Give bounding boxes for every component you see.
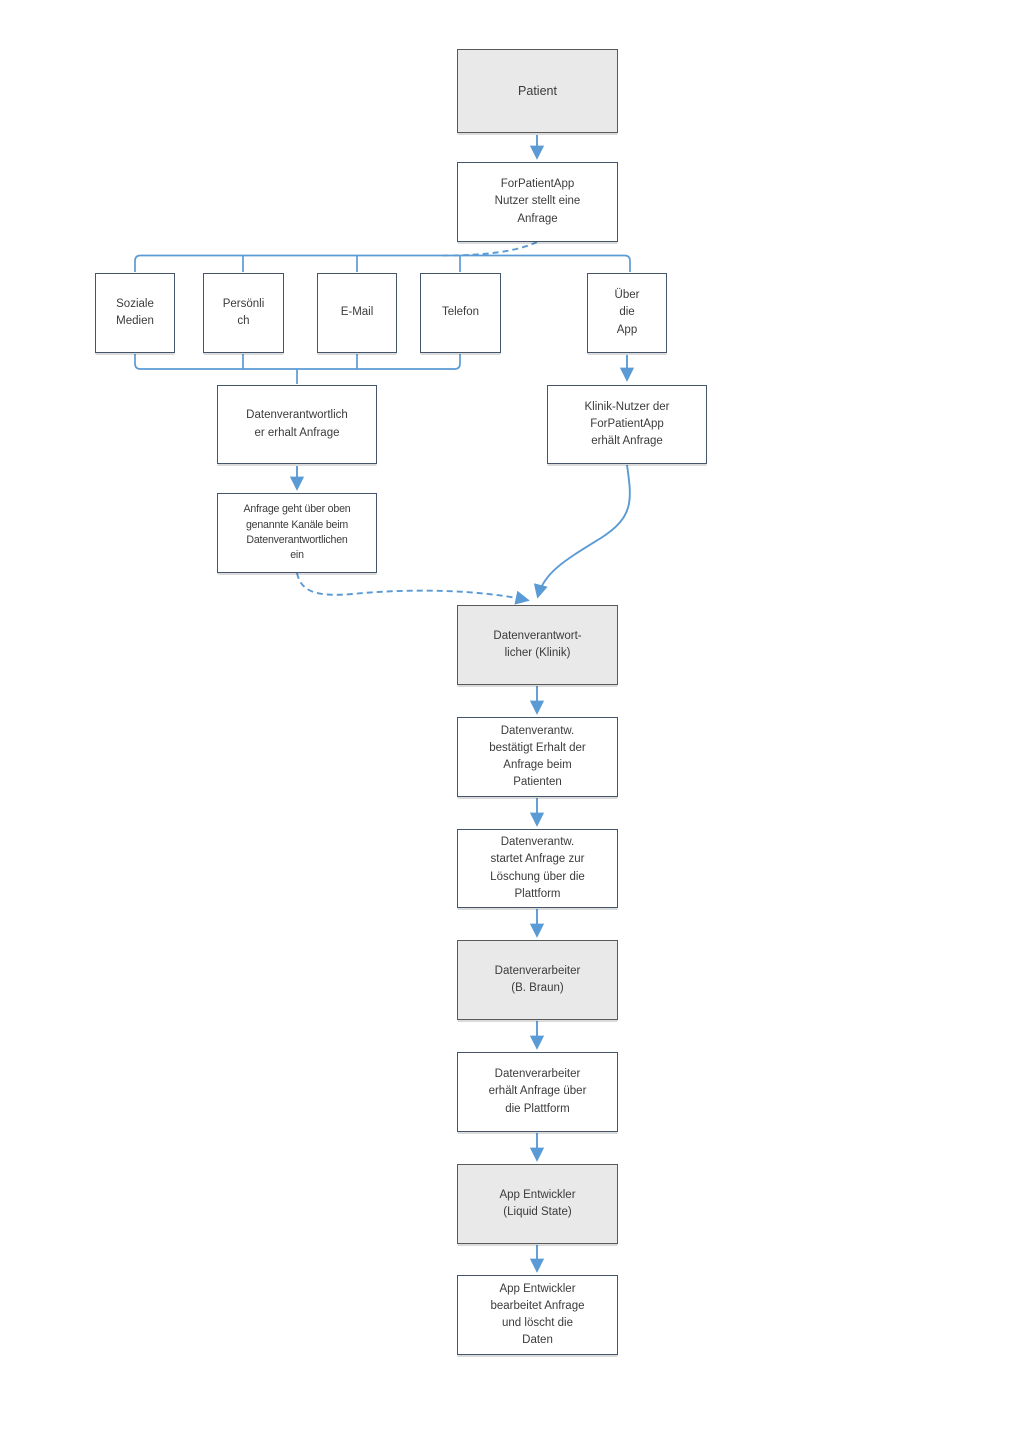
node-app-entwickler: App Entwickler (Liquid State) [457, 1164, 618, 1244]
node-app-entwickler-label: App Entwickler (Liquid State) [499, 1188, 576, 1218]
node-soziale-medien: Soziale Medien [95, 273, 175, 353]
node-datenverarbeiter-label: Datenverarbeiter (B. Braun) [494, 964, 581, 994]
node-datenverarbeiter: Datenverarbeiter (B. Braun) [457, 940, 618, 1020]
connector-anfragegeht-to-dvklinik [296, 572, 530, 605]
node-anfrage-kanaele-label: Anfrage geht über oben genannte Kanäle b… [243, 503, 351, 562]
node-dv-startet: Datenverantw. startet Anfrage zur Löschu… [457, 829, 618, 908]
node-telefon-label: Telefon [441, 306, 480, 319]
node-patient: Patient [457, 49, 618, 133]
node-forpatientapp-anfrage-label: ForPatientApp Nutzer stellt eine Anfrage [494, 178, 581, 225]
node-persoenlich: Persönli ch [203, 273, 284, 353]
node-ueber-die-app: Über die App [587, 273, 667, 353]
node-app-bearbeitet: App Entwickler bearbeitet Anfrage und lö… [457, 1275, 618, 1355]
node-dv-erhalt-anfrage-label: Datenverantwortlich er erhalt Anfrage [246, 409, 348, 439]
node-dv-erhaelt-plattform: Datenverarbeiter erhält Anfrage über die… [457, 1052, 618, 1132]
node-dv-bestaetigt: Datenverantw. bestätigt Erhalt der Anfra… [457, 717, 618, 797]
connector-kliniknutzer-to-dvklinik [533, 464, 631, 599]
node-telefon: Telefon [420, 273, 501, 353]
node-ueber-die-app-label: Über die App [614, 289, 640, 336]
node-anfrage-kanaele: Anfrage geht über oben genannte Kanäle b… [217, 493, 377, 573]
node-dv-bestaetigt-label: Datenverantw. bestätigt Erhalt der Anfra… [489, 724, 586, 789]
connector-bottom-rail [134, 354, 461, 370]
node-persoenlich-label: Persönli ch [222, 297, 265, 327]
connector-forpatientapp-to-rail [442, 241, 538, 257]
node-klinik-nutzer-label: Klinik-Nutzer der ForPatientApp erhält A… [584, 400, 670, 448]
node-klinik-nutzer: Klinik-Nutzer der ForPatientApp erhält A… [547, 385, 707, 464]
node-email: E-Mail [317, 273, 397, 353]
node-soziale-medien-label: Soziale Medien [116, 297, 154, 327]
node-forpatientapp-anfrage: ForPatientApp Nutzer stellt eine Anfrage [457, 162, 618, 242]
node-dv-erhalt-anfrage: Datenverantwortlich er erhalt Anfrage [217, 385, 377, 464]
node-patient-label: Patient [518, 83, 557, 98]
node-dv-erhaelt-plattform-label: Datenverarbeiter erhält Anfrage über die… [488, 1068, 587, 1115]
connector-top-rail [134, 254, 631, 272]
node-dv-klinik-label: Datenverantwort- licher (Klinik) [493, 629, 582, 659]
node-dv-startet-label: Datenverantw. startet Anfrage zur Löschu… [490, 836, 585, 900]
node-dv-klinik: Datenverantwort- licher (Klinik) [457, 605, 618, 685]
node-app-bearbeitet-label: App Entwickler bearbeitet Anfrage und lö… [490, 1282, 585, 1347]
node-email-label: E-Mail [340, 306, 374, 319]
